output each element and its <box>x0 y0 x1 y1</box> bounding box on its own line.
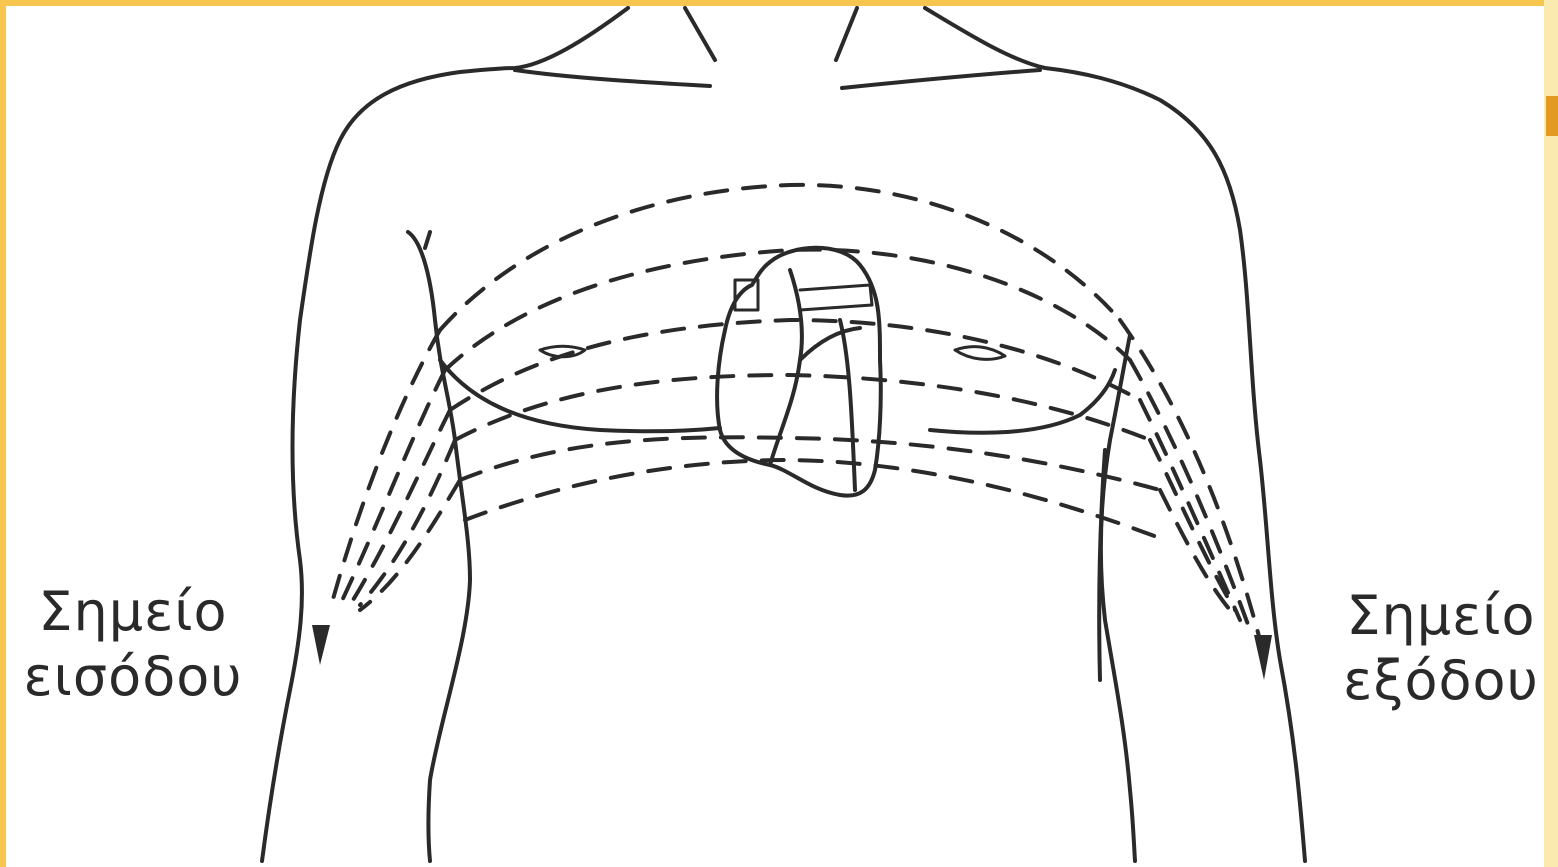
exit-label-line2: εξόδου <box>1336 649 1544 714</box>
human-torso-outline-icon <box>262 8 1305 861</box>
entry-label-line2: εισόδου <box>18 645 248 710</box>
entry-point-label: Σημείο εισόδου <box>18 580 248 710</box>
entry-label-line1: Σημείο <box>18 580 248 645</box>
right-edge-tab <box>1546 96 1558 136</box>
exit-point-label: Σημείο εξόδου <box>1336 584 1544 714</box>
exit-label-line1: Σημείο <box>1336 584 1544 649</box>
torso-diagram <box>6 6 1544 867</box>
diagram-canvas: Σημείο εισόδου Σημείο εξόδου <box>6 6 1544 867</box>
